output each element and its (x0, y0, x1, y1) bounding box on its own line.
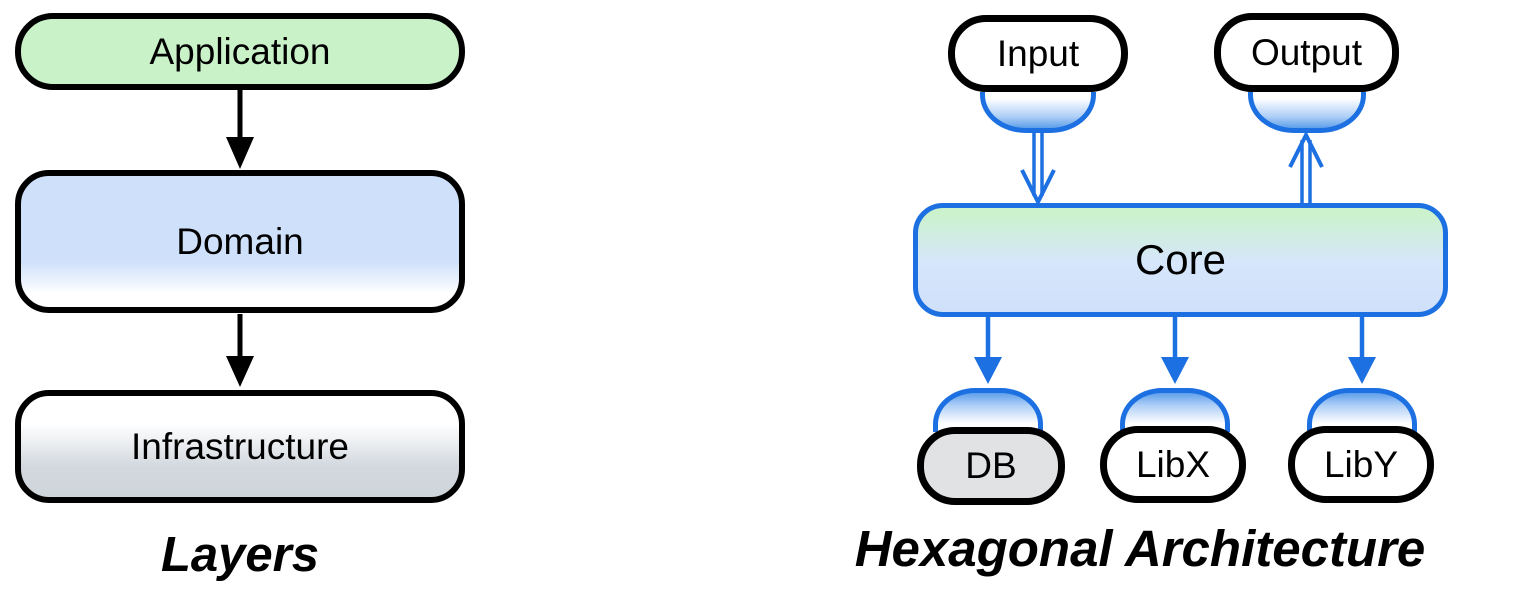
node-infrastructure: Infrastructure (15, 390, 465, 503)
node-db-label: DB (965, 445, 1017, 486)
node-liby-label: LibY (1323, 443, 1399, 485)
arrow-core-to-libx-icon (1161, 317, 1189, 384)
arrow-domain-to-infrastructure-icon (226, 314, 254, 387)
node-infrastructure-label: Infrastructure (131, 425, 349, 467)
arrow-application-to-domain-icon (226, 89, 254, 169)
arrow-core-to-liby-icon (1348, 317, 1376, 384)
left-diagram-title: Layers (160, 528, 319, 582)
arrow-core-to-db-icon (974, 317, 1002, 384)
node-application-label: Application (149, 30, 331, 72)
output-port-socket-icon (1248, 92, 1366, 133)
node-libx: LibX (1100, 426, 1246, 503)
node-db: DB (917, 427, 1065, 505)
input-port-socket-icon (980, 92, 1096, 133)
node-liby: LibY (1288, 426, 1434, 503)
node-domain-label: Domain (176, 220, 304, 262)
right-diagram-title: Hexagonal Architecture (854, 520, 1426, 577)
node-domain: Domain (15, 170, 465, 313)
node-application: Application (15, 13, 465, 90)
node-output-label: Output (1250, 31, 1363, 73)
node-libx-label: LibX (1135, 443, 1211, 485)
arrow-input-to-core-icon (1020, 132, 1056, 205)
node-input-label: Input (996, 32, 1080, 74)
arrow-core-to-output-icon (1288, 132, 1324, 205)
node-core: Core (913, 203, 1448, 317)
node-core-label: Core (1134, 236, 1227, 283)
db-port-socket-icon (933, 388, 1043, 432)
node-input: Input (948, 15, 1128, 92)
node-output: Output (1214, 13, 1399, 92)
